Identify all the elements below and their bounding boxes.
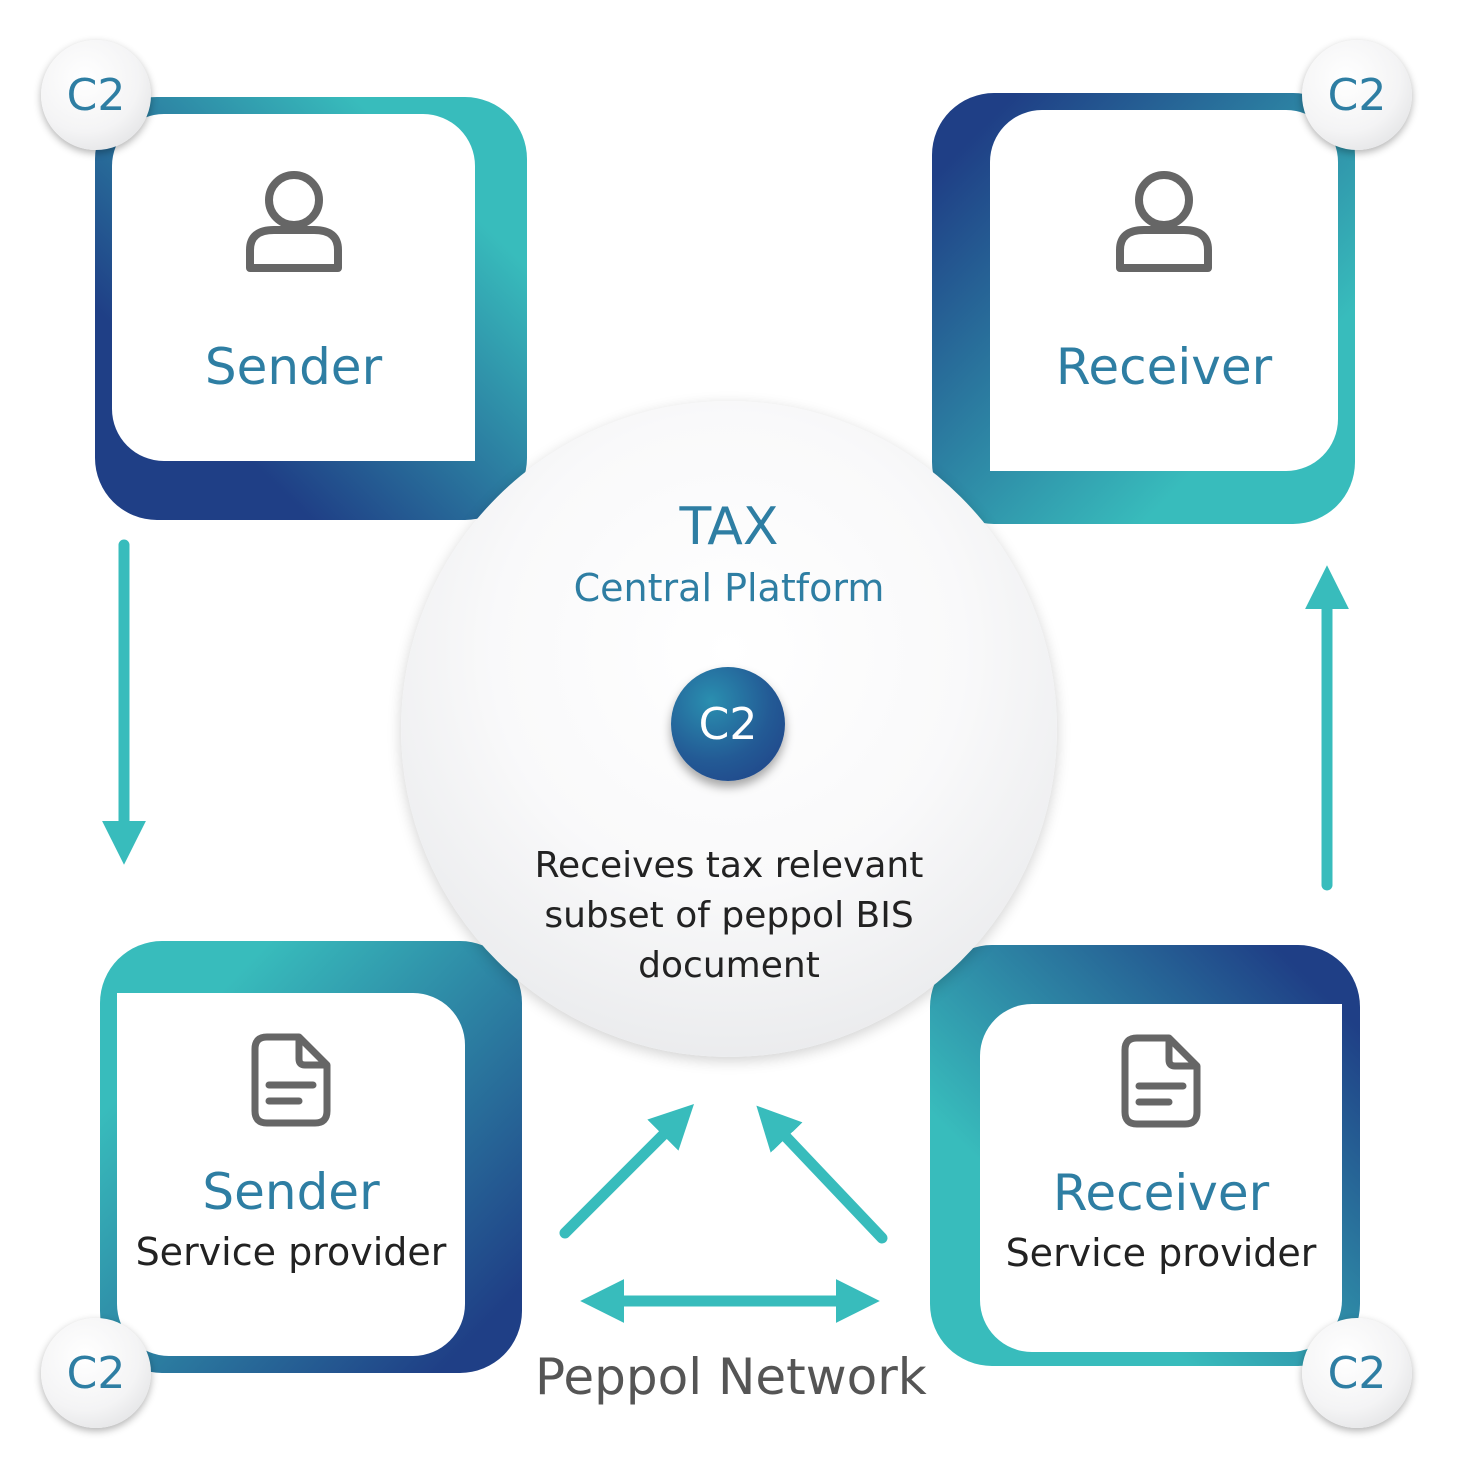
hub-title: TAX: [679, 497, 779, 557]
sender-sp-subtitle: Service provider: [135, 1230, 447, 1274]
hub-subtitle: Central Platform: [573, 566, 885, 610]
sender-sp-badge: C2: [41, 1318, 151, 1428]
sender-sp-title: Sender: [202, 1163, 380, 1221]
receiver-sp-title: Receiver: [1052, 1164, 1270, 1222]
document-icon: [251, 1033, 331, 1127]
hub-description: Receives tax relevant subset of peppol B…: [491, 841, 967, 991]
sender-sp-card: Sender Service provider: [117, 993, 465, 1356]
document-icon: [1121, 1034, 1201, 1128]
receiver-sp-badge: C2: [1302, 1318, 1412, 1428]
receiver-badge: C2: [1302, 40, 1412, 150]
sender-card: Sender: [112, 114, 475, 461]
hub-description-line: subset of peppol BIS: [544, 895, 914, 936]
user-icon: [245, 171, 342, 272]
receiver-sp-card: Receiver Service provider: [980, 1004, 1342, 1352]
sender-title: Sender: [204, 338, 383, 396]
user-icon: [1116, 171, 1212, 272]
arrow-sender-sp-to-hub: [559, 1103, 695, 1239]
hub-description-line: Receives tax relevant: [534, 845, 924, 886]
tax-central-platform: TAX Central Platform C2 Receives tax rel…: [401, 401, 1057, 1057]
arrow-receiver-sp-to-hub: [756, 1105, 888, 1244]
receiver-card: Receiver: [990, 110, 1338, 471]
hub-description-line: document: [638, 945, 820, 986]
receiver-sp-subtitle: Service provider: [1005, 1231, 1317, 1275]
hub-badge: C2: [671, 667, 785, 781]
peppol-network-label: Peppol Network: [535, 1348, 927, 1406]
sender-badge: C2: [41, 40, 151, 150]
receiver-title: Receiver: [1055, 338, 1273, 396]
